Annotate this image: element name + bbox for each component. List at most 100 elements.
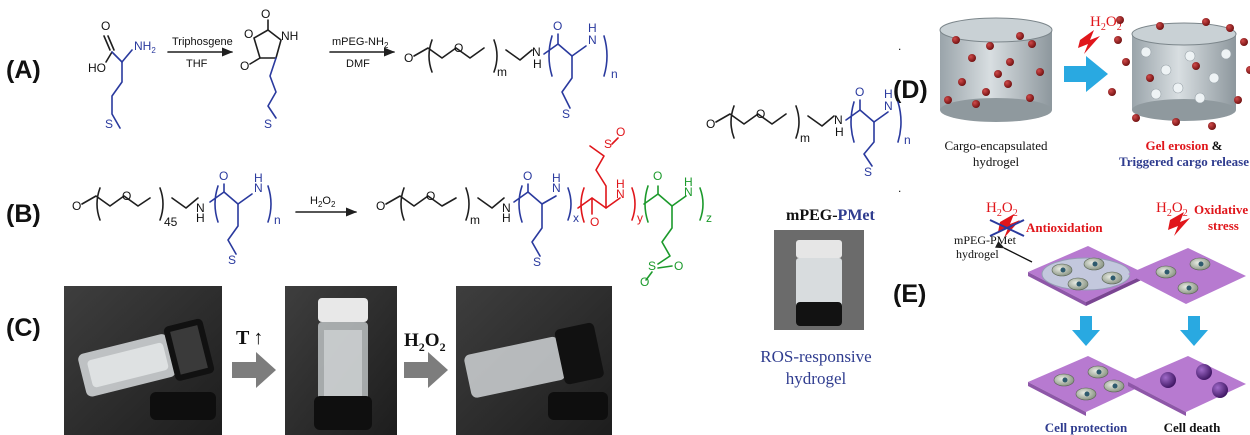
caption-cell-protection: Cell protection	[1045, 420, 1128, 435]
svg-text:O: O	[72, 199, 81, 213]
svg-text:O: O	[454, 41, 463, 55]
erosion-pore	[1150, 88, 1162, 100]
caption-erosion-line2: Triggered cargo release	[1119, 154, 1249, 169]
cargo-particle	[1246, 66, 1250, 74]
oxidized-copolymer-structure: O O m N H O N H x S O S O N H y O	[376, 125, 712, 289]
svg-text:n: n	[611, 67, 618, 81]
cargo-particle	[1202, 18, 1210, 26]
cell-nucleus	[1164, 269, 1170, 275]
vial-photo-hydrogel	[774, 230, 864, 330]
cargo-particle	[994, 70, 1002, 78]
erosion-pore	[1172, 82, 1184, 94]
atom-o: O	[101, 19, 110, 33]
cargo-particle	[982, 88, 990, 96]
solvent-dmf: DMF	[346, 58, 370, 70]
cargo-particle	[1226, 24, 1234, 32]
svg-text:N: N	[552, 181, 561, 195]
cargo-particle	[986, 42, 994, 50]
svg-text:y: y	[637, 211, 643, 225]
dead-cell	[1160, 372, 1176, 388]
panel-label-d: (D)	[893, 76, 928, 104]
cell-nucleus	[1186, 285, 1192, 291]
erosion-pore	[1160, 64, 1172, 76]
cargo-particle	[1004, 80, 1012, 88]
flash-icon	[1168, 212, 1190, 236]
arrow-right-icon	[1064, 56, 1108, 92]
caption-cell-death: Cell death	[1164, 420, 1221, 435]
arrow-right-icon	[404, 352, 448, 388]
svg-text:O: O	[855, 85, 864, 99]
svg-text:O: O	[523, 169, 532, 183]
cargo-particle	[1208, 122, 1216, 130]
svg-text:.: .	[898, 39, 901, 53]
svg-text:H: H	[616, 177, 625, 191]
reagent-h2o2-b: H2O2	[310, 195, 336, 209]
svg-text:O: O	[590, 215, 599, 229]
mpeg-pmet-structure-middle: O O m N H O N H n S	[706, 85, 911, 179]
cargo-particle	[1006, 58, 1014, 66]
erosion-pore	[1220, 48, 1232, 60]
cell-plate-dead	[1128, 356, 1246, 416]
arrow-down-icon	[1180, 316, 1208, 346]
label-oxidative-line1: Oxidative	[1194, 202, 1248, 217]
svg-text:S: S	[648, 259, 656, 273]
label-h2o2-e-left: H2O2	[986, 200, 1018, 219]
svg-text:O: O	[219, 169, 228, 183]
cargo-particle	[1028, 40, 1036, 48]
panel-label-a: (A)	[6, 56, 41, 84]
cargo-particle	[1192, 62, 1200, 70]
svg-text:N: N	[502, 201, 511, 215]
cargo-particle	[1108, 88, 1116, 96]
cargo-particle	[1240, 38, 1248, 46]
panel-label-e: (E)	[893, 280, 926, 308]
released-cargo-particles	[1108, 16, 1250, 130]
svg-text:S: S	[604, 137, 612, 151]
svg-text:S: S	[533, 255, 541, 269]
svg-text:N: N	[254, 181, 263, 195]
panel-label-b: (B)	[6, 200, 41, 228]
svg-text:N: N	[616, 187, 625, 201]
svg-text:N: N	[884, 99, 893, 113]
mpeg-pmet-structure-b: O O 45 N H O N H n S	[72, 169, 281, 267]
label-mpeg-pmet: mPEG-PMet	[786, 207, 876, 224]
erosion-pore	[1140, 46, 1152, 58]
erosion-pore	[1184, 50, 1196, 62]
atom-nh2: NH2	[134, 39, 156, 55]
hydrogel-cylinder-intact	[939, 17, 1053, 122]
hydrogel-cylinder-eroded	[1108, 16, 1250, 130]
label-hydrogel-line2: hydrogel	[956, 247, 999, 261]
svg-text:N: N	[532, 45, 541, 59]
solvent-thf: THF	[186, 58, 208, 70]
cell-nucleus	[1112, 383, 1118, 389]
svg-text:O: O	[616, 125, 625, 139]
caption-cargo-line2: hydrogel	[973, 154, 1020, 169]
caption-ros-line2: hydrogel	[786, 369, 847, 388]
svg-text:S: S	[264, 117, 272, 131]
svg-text:S: S	[228, 253, 236, 267]
svg-text:O: O	[261, 7, 270, 21]
svg-text:H: H	[196, 211, 205, 225]
label-h2o2-e-right: H2O2	[1156, 200, 1188, 219]
cell-nucleus	[1198, 261, 1204, 267]
svg-text:z: z	[706, 211, 712, 225]
cargo-particle	[1016, 32, 1024, 40]
svg-text:O: O	[756, 107, 765, 121]
cargo-particle	[1132, 114, 1140, 122]
caption-cargo-line1: Cargo-encapsulated	[945, 138, 1048, 153]
cargo-particle	[968, 54, 976, 62]
svg-text:O: O	[426, 189, 435, 203]
cell-plate-stress	[1128, 248, 1246, 304]
svg-text:S: S	[562, 107, 570, 121]
svg-text:H: H	[835, 125, 844, 139]
cell-nucleus	[1110, 275, 1116, 281]
svg-text:H: H	[588, 21, 597, 35]
svg-text:.: .	[898, 181, 901, 195]
atom-ho: HO	[88, 61, 106, 75]
cargo-particle	[1122, 58, 1130, 66]
atom-s: S	[105, 117, 113, 131]
svg-text:O: O	[640, 275, 649, 289]
svg-text:H: H	[884, 87, 893, 101]
cargo-particle	[1116, 16, 1124, 24]
cell-nucleus	[1062, 377, 1068, 383]
